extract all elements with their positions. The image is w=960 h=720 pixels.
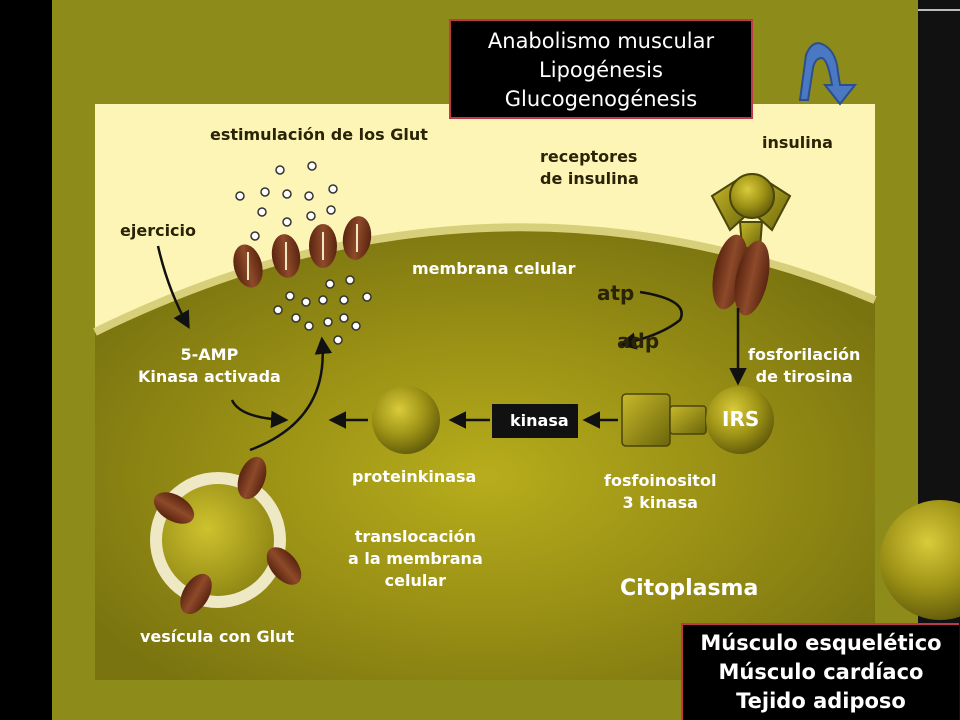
kinase-box	[492, 404, 578, 438]
insulin-receptor-group	[710, 173, 792, 316]
label-pi3k-line1: fosfoinositol	[604, 471, 717, 490]
info-top-line1: Anabolismo muscular	[487, 29, 715, 53]
label-insulin-receptors-line1: receptores	[540, 147, 638, 166]
label-glut-vesicle: vesícula con Glut	[140, 627, 295, 646]
info-box-top: Anabolismo muscular Lipogénesis Glucogen…	[449, 19, 753, 119]
label-glut-stimulation: estimulación de los Glut	[210, 125, 428, 144]
label-tyrosine-phosphorylation: fosforilación de tirosina	[748, 344, 860, 388]
arrow-atp-to-adp	[618, 290, 683, 350]
glut-transporters-membrane	[233, 216, 372, 288]
label-exercise: ejercicio	[120, 221, 197, 240]
proteinkinase-ball	[372, 386, 440, 454]
label-pi3k: fosfoinositol 3 kinasa	[604, 470, 716, 514]
arrow-exercise-to-amp	[156, 245, 190, 330]
label-atp: atp	[597, 281, 635, 305]
info-top-line2: Lipogénesis	[539, 58, 663, 82]
label-kinase: kinasa	[510, 411, 569, 430]
glut-transporters-vesicle	[153, 456, 302, 615]
irs-ball	[706, 386, 774, 454]
pathway-arrows	[156, 245, 747, 452]
arrow-vesicle-to-membrane	[249, 336, 333, 452]
label-translocation-line1: translocación	[354, 527, 477, 546]
label-cell-membrane: membrana celular	[412, 259, 576, 278]
insulin-molecule	[729, 173, 775, 219]
label-translocation: translocación a la membrana celular	[348, 526, 483, 592]
label-amp-kinase: 5-AMP Kinasa activada	[138, 344, 281, 388]
label-pi3k-line2: 3 kinasa	[622, 493, 698, 512]
glucose-molecules	[235, 161, 372, 345]
pi3k-square	[621, 393, 671, 447]
right-partial-ball	[880, 500, 960, 620]
info-bottom-line2: Músculo cardíaco	[718, 660, 924, 684]
label-adp: adp	[617, 329, 660, 353]
info-box-bottom: Músculo esquelético Músculo cardíaco Tej…	[681, 623, 959, 720]
label-proteinkinase: proteinkinasa	[352, 467, 477, 486]
label-irs: IRS	[722, 407, 760, 431]
info-top-line3: Glucogenogénesis	[504, 87, 698, 111]
label-amp-line1: 5-AMP	[180, 345, 239, 364]
info-bottom-line1: Músculo esquelético	[700, 631, 942, 655]
label-tyrosine-line2: de tirosina	[755, 367, 853, 386]
label-cytoplasm: Citoplasma	[620, 576, 759, 601]
arrow-amp-to-junction	[230, 399, 289, 429]
label-insulin-receptors-line2: de insulina	[540, 169, 639, 188]
label-insulin-receptors: receptores de insulina	[540, 146, 639, 190]
blue-curved-arrow	[798, 42, 858, 106]
label-amp-line2: Kinasa activada	[138, 367, 281, 386]
label-tyrosine-line1: fosforilación	[748, 345, 861, 364]
info-bottom-line3: Tejido adiposo	[736, 689, 906, 713]
label-translocation-line2: a la membrana	[348, 549, 483, 568]
label-insulin: insulina	[762, 133, 833, 152]
label-translocation-line3: celular	[384, 571, 447, 590]
